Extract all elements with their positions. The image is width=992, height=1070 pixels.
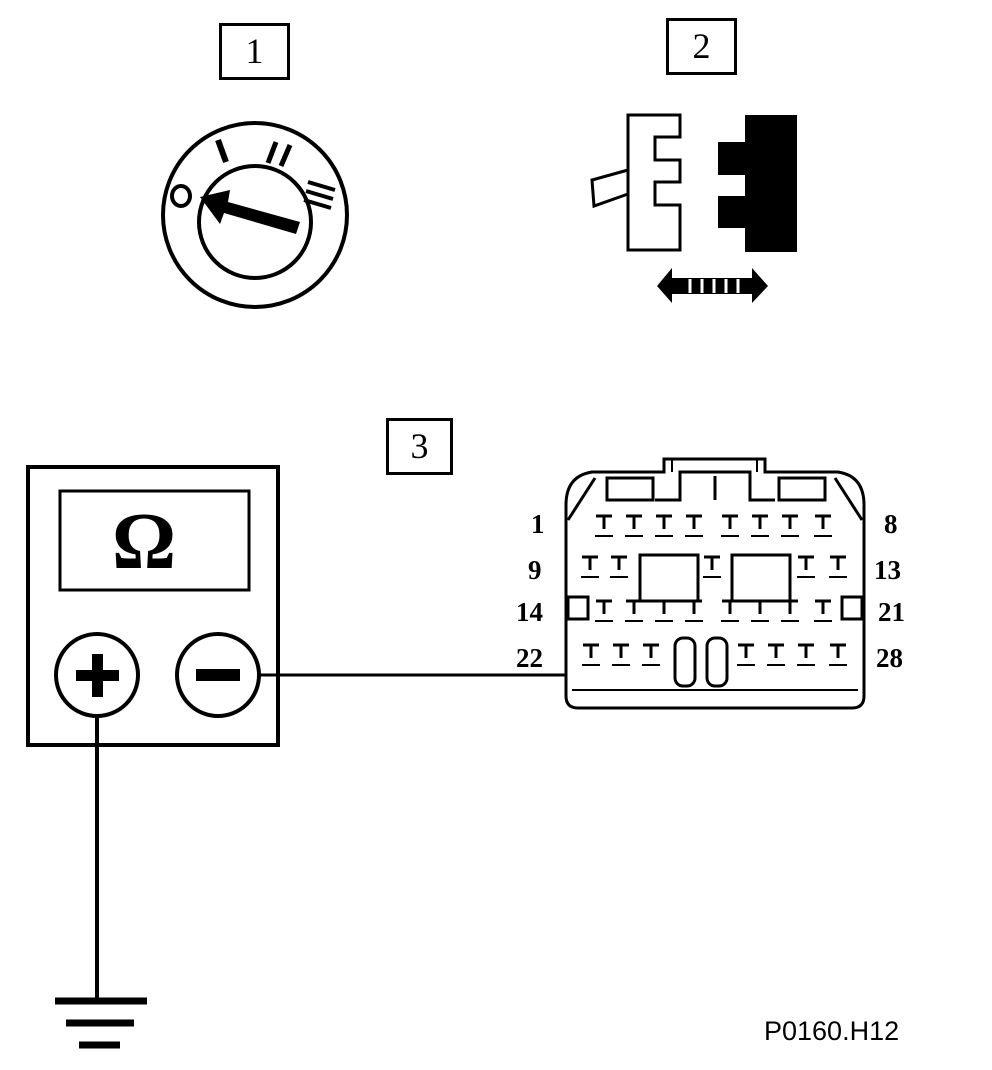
pin-label-28: 28 bbox=[876, 643, 903, 673]
connector-face bbox=[564, 457, 866, 710]
connector-pin bbox=[737, 643, 755, 666]
connector-pin bbox=[655, 514, 673, 537]
connector-pin bbox=[781, 514, 799, 537]
connector-pin bbox=[685, 599, 703, 622]
pin-label-1: 1 bbox=[531, 509, 545, 539]
pin-label-8: 8 bbox=[884, 509, 898, 539]
connector-pin bbox=[721, 599, 739, 622]
connector-pin bbox=[655, 599, 673, 622]
connector-pin bbox=[610, 555, 628, 578]
step-2-box: 2 bbox=[666, 18, 737, 75]
connector-pin bbox=[703, 555, 721, 578]
pin-label-21: 21 bbox=[878, 597, 905, 627]
step-3-box: 3 bbox=[386, 418, 453, 475]
connector-pin bbox=[767, 643, 785, 666]
connector-pin bbox=[721, 514, 739, 537]
connector-pins bbox=[581, 514, 847, 666]
connector-pin bbox=[829, 643, 847, 666]
connector-pin bbox=[751, 514, 769, 537]
connector-pin bbox=[625, 514, 643, 537]
ignition-switch-off-icon bbox=[161, 121, 349, 309]
pin-label-9: 9 bbox=[528, 555, 542, 585]
connector-pin bbox=[829, 555, 847, 578]
connector-pin bbox=[781, 599, 799, 622]
step-1-box: 1 bbox=[219, 23, 290, 80]
connector-pin bbox=[612, 643, 630, 666]
reference-code: P0160.H12 bbox=[764, 1016, 900, 1046]
connector-pin bbox=[814, 599, 832, 622]
step-3-number: 3 bbox=[410, 426, 429, 466]
multimeter bbox=[26, 465, 280, 747]
ohm-symbol: Ω bbox=[112, 498, 177, 586]
connector-pin bbox=[625, 599, 643, 622]
connector-pin bbox=[797, 555, 815, 578]
connector-pin bbox=[582, 643, 600, 666]
connector-pin bbox=[581, 555, 599, 578]
connector-pin bbox=[642, 643, 660, 666]
connector-disconnect-icon bbox=[590, 113, 797, 303]
connector-pin bbox=[814, 514, 832, 537]
connector-pin bbox=[595, 514, 613, 537]
connector-pin bbox=[797, 643, 815, 666]
pin-label-13: 13 bbox=[874, 555, 901, 585]
connector-pin bbox=[751, 599, 769, 622]
connector-pin bbox=[595, 599, 613, 622]
connector-pin bbox=[685, 514, 703, 537]
pin-label-22: 22 bbox=[516, 643, 543, 673]
pin-label-14: 14 bbox=[516, 597, 543, 627]
step-2-number: 2 bbox=[692, 26, 711, 66]
step-1-number: 1 bbox=[245, 31, 264, 71]
ground-icon bbox=[55, 997, 147, 1049]
